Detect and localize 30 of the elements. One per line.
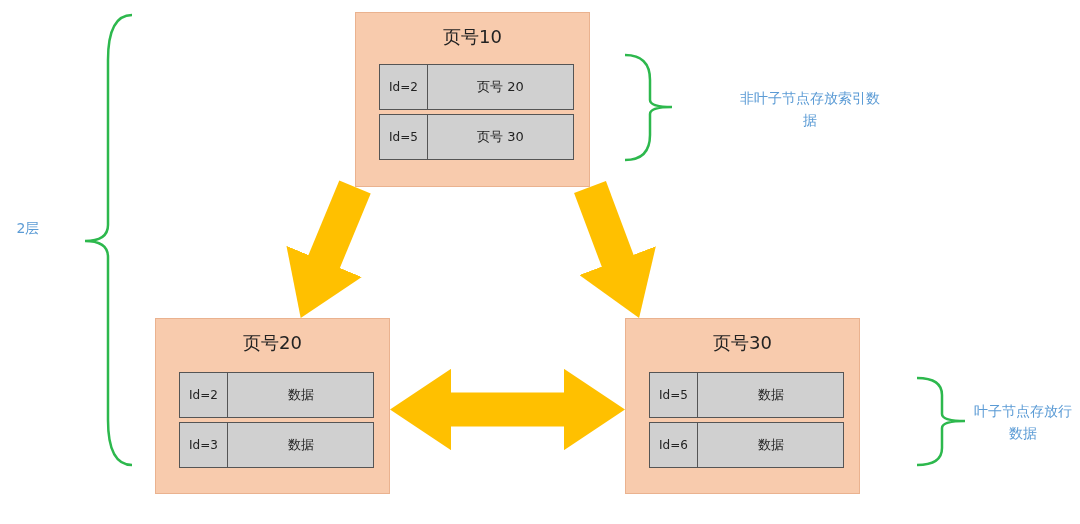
record-value: 数据 [286,386,315,404]
page-box [155,318,390,494]
annotation-text: 叶子节点存放行数据 [972,402,1073,443]
record-id: Id=6 [650,423,698,467]
block-arrow [390,368,625,451]
index-record-row [649,422,844,468]
record-value: 页号 30 [476,128,525,146]
index-record-row [379,64,574,110]
page-box [625,318,860,494]
page-box [355,12,590,187]
record-value: 数据 [286,436,315,454]
annotation-text: 2层 [15,219,41,238]
page-title: 页号30 [712,331,773,355]
index-record-row [379,114,574,160]
record-id: Id=5 [380,115,428,159]
index-record-row [649,372,844,418]
page-title: 页号10 [442,25,503,49]
record-id: Id=2 [380,65,428,109]
index-record-row [179,372,374,418]
page-title: 页号20 [242,331,303,355]
annotation-text: 非叶子节点存放索引数据 [739,89,881,130]
record-value: 数据 [756,386,785,404]
block-arrow [574,181,656,318]
record-value: 页号 20 [476,78,525,96]
record-id: Id=3 [180,423,228,467]
record-id: Id=5 [650,373,698,417]
block-arrow [286,180,371,318]
record-value: 数据 [756,436,785,454]
index-record-row [179,422,374,468]
record-id: Id=2 [180,373,228,417]
